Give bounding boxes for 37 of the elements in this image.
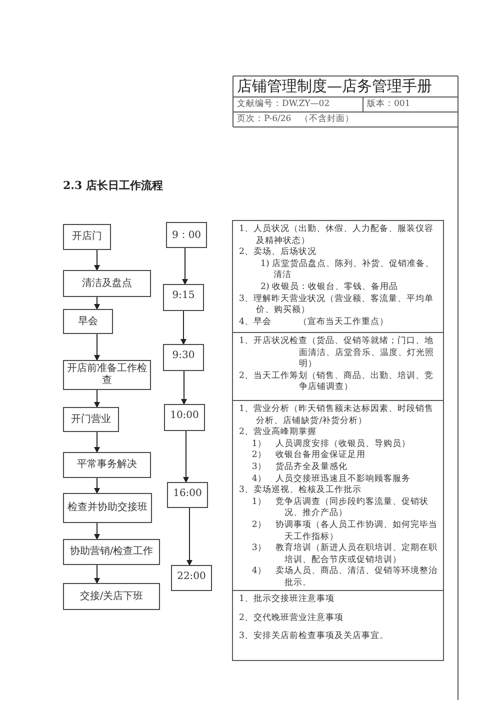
arrow bbox=[94, 432, 100, 453]
process-box: 清洁及盘点 bbox=[63, 270, 151, 297]
header-cell-text: 页次：P-6/26 （不含封面） bbox=[237, 114, 354, 124]
arrow bbox=[186, 508, 192, 566]
process-box: 检查并协助交接班 bbox=[63, 493, 152, 523]
notes-box: 1、营业分析（昨天销售额未达标因素、时段销售分析、店铺缺货/补货分析） 2、营业高峰期掌握 1） 人员调度安排（收银员、导购员） 2） 收银台备用金保证足用 3） 货品齐全及量感化 4） 人员交接班迅速且不影响顾客服务 3、卖场巡视、检核及工作批示 1） 竞争店调查（同步段旳客流量、促销状况、推介产品） 2） 协调事项（各人员工作协调、如何完毕当天工作指标） 3） 教育培训（新进人员在职培训、定期在职培训、配合节庆或促销培训） 4） 卖场人员、商品、清洁、促销等环境整治批示。 bbox=[232, 400, 444, 591]
process-box: 开店门 bbox=[63, 224, 111, 250]
time-box: 22:00 bbox=[171, 565, 212, 591]
notes-box: 1、开店状况检查（货品、促销等就绪；门口、地面清洁、店堂音乐、温度、灯光照明） 2、当天工作筹划（销售、商品、出勤、培训、竞争店铺调查） bbox=[232, 332, 444, 401]
arrow bbox=[182, 248, 188, 285]
arrow bbox=[181, 370, 187, 405]
header-cell-text: 文献编号：DW.ZY—02 bbox=[237, 99, 330, 109]
process-box: 开门营业 bbox=[63, 407, 119, 432]
header-title: 店铺管理制度—店务管理手册 bbox=[237, 77, 432, 95]
arrow bbox=[180, 310, 186, 345]
arrow bbox=[183, 430, 189, 483]
time-box: 9:30 bbox=[163, 344, 204, 371]
arrow bbox=[94, 478, 100, 494]
header-cell-text: 版本：001 bbox=[367, 99, 410, 109]
process-box: 平常事务解决 bbox=[63, 452, 151, 478]
time-box: 16:00 bbox=[167, 482, 208, 508]
process-box: 交接/关店下班 bbox=[63, 583, 160, 610]
section-title: 2.3 店长日工作流程 bbox=[63, 178, 163, 193]
time-box: 9:15 bbox=[163, 284, 204, 311]
notes-box: 1、批示交接班注意事项 2、交代晚班营业注意事项 3、安排关店前检查事项及关店事宜。 bbox=[232, 590, 444, 661]
process-box: 开店前准备工作检查 bbox=[63, 360, 151, 390]
time-box: 10:00 bbox=[164, 404, 205, 431]
arrow bbox=[94, 296, 100, 310]
process-box: 协助营销/检查工作 bbox=[63, 539, 160, 565]
arrow bbox=[94, 250, 100, 271]
process-box: 早会 bbox=[63, 309, 113, 334]
arrow bbox=[94, 564, 100, 584]
arrow bbox=[94, 334, 100, 361]
notes-box: 1、人员状况（出勤、休假、人力配备、服装仪容及精神状态） 2、卖场、后场状况 1) 店堂货品盘点、陈列、补货、促销准备、清洁 2) 收银员：收银台、零钱、备用品 3、理解昨天营业状况（营业额、客流量、平均单价、购买额） 4、早会 （宣布当天工作重点） bbox=[232, 220, 444, 333]
arrow bbox=[94, 522, 100, 540]
time-box: 9：00 bbox=[166, 222, 207, 248]
arrow bbox=[94, 390, 100, 408]
